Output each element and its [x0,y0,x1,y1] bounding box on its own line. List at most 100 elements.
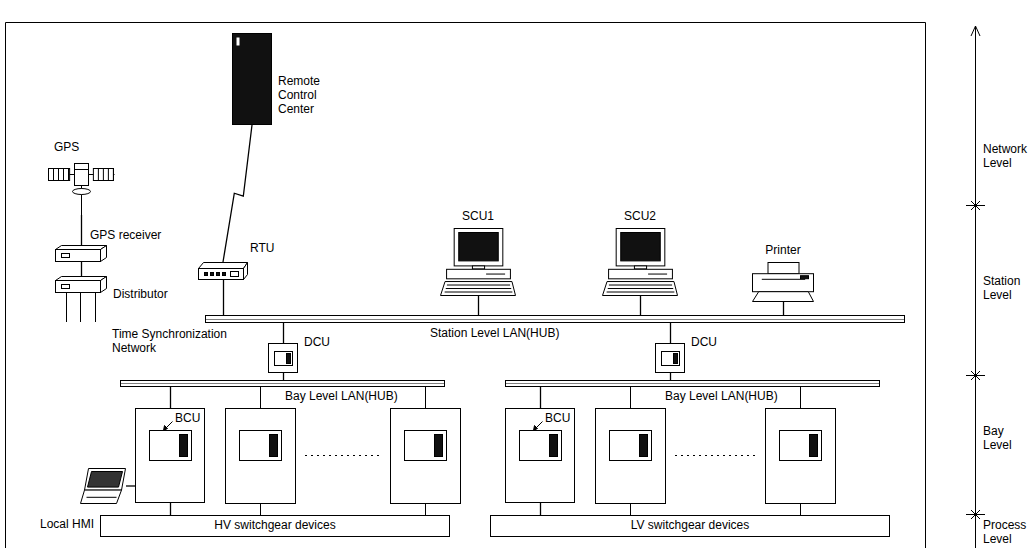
rtu-modem: RTU [198,262,248,280]
level-label: Station Level [983,275,1033,303]
network-label: Time Synchronization Network [112,328,242,356]
text-holder: Bay Level [983,425,1033,453]
frame [6,23,926,548]
node-label: Station Level LAN(HUB) [430,327,559,341]
node-label: SCU1 [440,210,516,224]
node-label: GPS receiver [90,229,161,243]
text-holder: Distributor [113,288,168,302]
text-holder: DCU [691,336,717,350]
node-label: Printer [752,244,814,258]
text-holder: Remote Control Center [278,75,336,116]
connector-line [478,296,479,315]
time-sync-wires [67,293,96,322]
connector-line [640,296,641,315]
connector-line [670,323,671,343]
bcu-cabinet [766,409,836,504]
lan-bus: Station Level LAN(HUB) [205,315,905,323]
text-holder: BCU [545,412,570,426]
text-holder: Network Level [983,143,1033,171]
lan-bus: Bay Level LAN(HUB) [505,380,880,387]
node-label: DCU [304,336,330,350]
connector-line [670,373,671,380]
text-holder: GPS [54,141,79,155]
lan-bus-icon [205,315,905,323]
node-label: Distributor [113,288,168,302]
dcu-cabinet: DCU [655,343,685,373]
distributor-icon [55,276,107,293]
dcu-cabinet-icon [655,343,685,373]
node-label: Local HMI [40,518,94,532]
text-holder: BCU [175,412,200,426]
switchgear-bar: HV switchgear devices [100,515,450,537]
node-label: RTU [250,242,274,256]
connector-line [283,323,284,343]
level-label: Network Level [983,143,1033,171]
remote-control-center-icon [232,33,272,125]
bcu-cabinet [226,409,296,504]
connector-line [223,125,252,262]
node-label: DCU [691,336,717,350]
distributor: Distributor [55,276,107,293]
node-label: BCU [175,412,200,426]
level-label: Bay Level [983,425,1033,453]
node-label: HV switchgear devices [214,519,335,533]
bcu-cabinet [391,409,461,504]
dcu-cabinet: DCU [268,343,298,373]
node-label: SCU2 [602,210,678,224]
local-hmi-laptop-icon [80,468,126,504]
remote-control-center: Remote Control Center [232,33,272,125]
scu-computer-icon [440,228,516,296]
local-hmi-laptop: Local HMI [80,468,126,504]
connector-line [170,503,171,515]
connector-line [223,280,224,315]
gps-receiver: GPS receiver [55,245,107,262]
text-holder: HV switchgear devices [100,515,450,537]
node-label: Bay Level LAN(HUB) [665,390,778,404]
scu-computer-icon [602,228,678,296]
connector-line [540,503,541,515]
gps-satellite-icon [48,160,114,215]
text-holder: LV switchgear devices [490,515,890,537]
lan-bus: Bay Level LAN(HUB) [120,380,445,387]
text-holder: Time Synchronization Network [112,328,242,356]
dcu-cabinet-icon [268,343,298,373]
node-label: GPS [54,141,79,155]
text-holder: SCU2 [602,210,678,224]
switchgear-bar: LV switchgear devices [490,515,890,537]
text-holder: Station Level LAN(HUB) [430,327,559,341]
text-holder: Station Level [983,275,1033,303]
lan-bus-icon [120,380,445,387]
text-holder: SCU1 [440,210,516,224]
printer-icon [752,262,814,302]
bay-wires [261,387,801,515]
rtu-modem-icon [198,262,248,280]
connector-line [540,387,541,408]
bcu-cabinet: BCU [135,408,205,503]
text-holder: RTU [250,242,274,256]
text-holder: Bay Level LAN(HUB) [665,390,778,404]
scu-computer: SCU1 [440,228,516,296]
level-axis [966,26,985,548]
gps-satellite: GPS [48,160,114,215]
node-label: Remote Control Center [278,75,336,116]
connector-line [126,485,135,486]
printer: Printer [752,262,814,302]
bcu-cabinet: BCU [505,408,575,503]
text-holder: Local HMI [40,518,94,532]
connector-line [783,302,784,315]
gps-receiver-icon [55,245,107,262]
scu-computer: SCU2 [602,228,678,296]
connector-line [283,373,284,380]
text-holder: Process Level [983,519,1033,547]
text-holder: Printer [752,244,814,258]
connector-line [81,262,82,276]
lan-bus-icon [505,380,880,387]
bcu-cabinet [596,409,666,504]
node-label: LV switchgear devices [631,519,750,533]
connector-line [170,387,171,408]
text-holder: GPS receiver [90,229,161,243]
text-holder: DCU [304,336,330,350]
node-label: Bay Level LAN(HUB) [285,390,398,404]
level-label: Process Level [983,519,1033,547]
